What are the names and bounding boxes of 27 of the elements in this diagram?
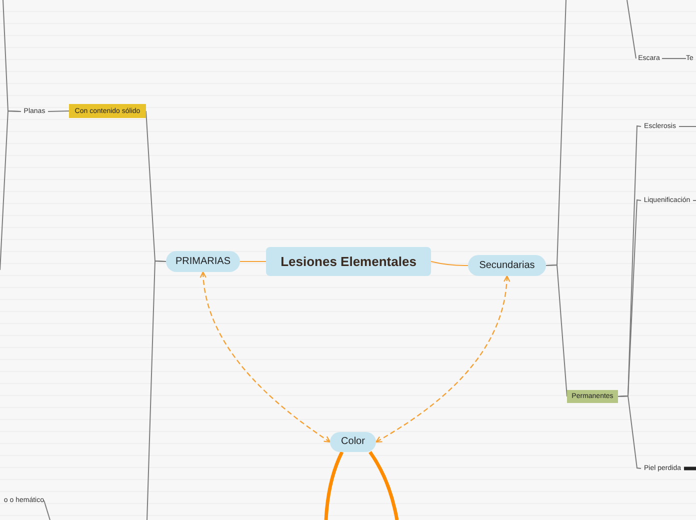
connector-line (368, 451, 399, 520)
topic-label: Secundarias (479, 260, 535, 270)
connector-line (240, 261, 266, 262)
connector-line (200, 271, 331, 443)
connector-line (618, 395, 642, 469)
connector-line (692, 200, 696, 201)
topic-label: Color (341, 437, 365, 447)
connector-line (546, 0, 566, 266)
connector-line (678, 126, 696, 127)
topic-pill (330, 432, 376, 452)
topic-pill (468, 255, 546, 276)
central-topic-box (266, 247, 431, 276)
connector-line (48, 110, 70, 112)
connector-line (684, 466, 696, 470)
connector-line (626, 0, 636, 59)
connector-line (146, 260, 166, 520)
subtopic-box (567, 390, 618, 403)
topic-pill (166, 251, 240, 272)
connector-line (0, 110, 22, 270)
connector-line (430, 261, 468, 266)
connector-line (44, 500, 50, 520)
topic-label: PRIMARIAS (175, 256, 230, 266)
connector-line (662, 58, 686, 59)
topic-label: Lesiones Elementales (280, 255, 416, 268)
connector-line (324, 451, 344, 520)
subtopic-box (69, 104, 146, 118)
connector-line (375, 275, 510, 443)
